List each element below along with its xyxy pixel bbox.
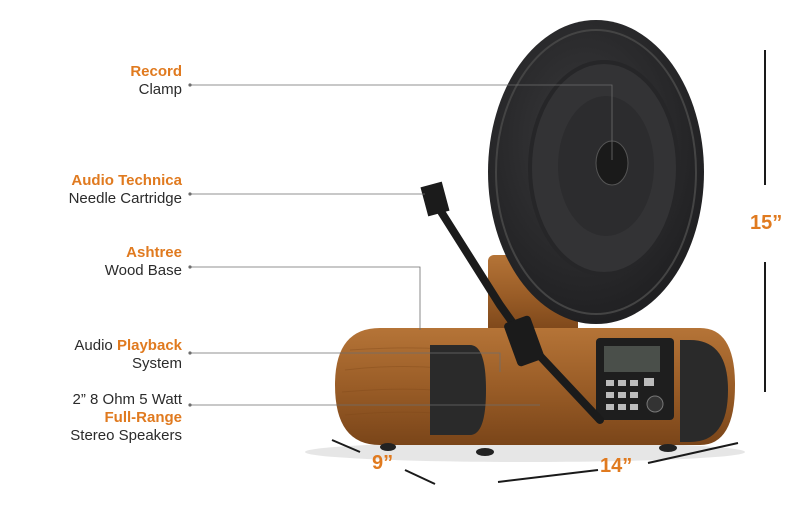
lcd-display	[604, 346, 660, 372]
left-speaker	[430, 345, 486, 435]
record-edge-ring	[495, 29, 697, 315]
callout-speakers: 2” 8 Ohm 5 Watt Full-Range Stereo Speake…	[70, 391, 182, 445]
dimension-depth: 9”	[372, 452, 394, 474]
callout-cartridge-text: Needle Cartridge	[68, 190, 182, 207]
callout-record-accent: Record	[130, 63, 182, 80]
base-shadow	[305, 442, 745, 462]
callout-playback-accent: Playback	[116, 337, 182, 354]
leader-dots	[188, 83, 192, 407]
callout-audio-playback: Audio Playback System	[74, 337, 182, 373]
needle-cartridge	[420, 181, 450, 217]
callout-speakers-pre: 2” 8 Ohm 5 Watt	[72, 391, 182, 408]
volume-knob	[646, 395, 664, 413]
callout-speakers-accent: Full-Range	[104, 409, 183, 426]
callout-needle-cartridge: Audio Technica Needle Cartridge	[69, 172, 182, 208]
callout-speakers-post: Stereo Speakers	[70, 427, 182, 444]
foot-center	[476, 448, 494, 456]
right-speaker	[680, 340, 728, 442]
callout-cartridge-accent: Audio Technica	[71, 172, 182, 189]
callout-playback-post: System	[131, 355, 182, 372]
callout-base-accent: Ashtree	[126, 244, 182, 261]
callout-base-text: Wood Base	[104, 262, 182, 279]
foot-left	[380, 443, 396, 451]
callout-record-text: Clamp	[138, 81, 182, 98]
callout-playback-pre: Audio	[74, 337, 113, 354]
control-buttons	[606, 378, 654, 410]
dimension-height: 15”	[750, 212, 783, 234]
callout-wood-base: Ashtree Wood Base	[105, 244, 182, 280]
dimension-width: 14”	[600, 455, 633, 477]
dimension-lines	[331, 50, 766, 485]
leader-lines	[190, 84, 613, 406]
callout-record-clamp: Record Clamp	[130, 63, 182, 99]
foot-right	[659, 444, 677, 452]
tonearm-pivot	[504, 315, 544, 367]
